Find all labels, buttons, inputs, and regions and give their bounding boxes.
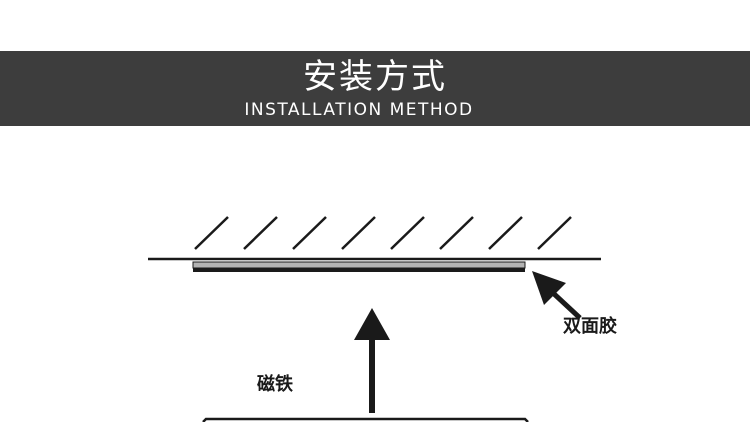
double-sided-tape-label: 双面胶 [563,316,617,337]
hatch-line [488,216,523,250]
surface-hatching [194,216,572,250]
double-sided-tape-strip [192,261,526,269]
hatch-line [439,216,474,250]
hatch-line [243,216,278,250]
upward-arrow-head [354,308,390,340]
hatch-line [194,216,229,250]
tape-pointer-arrow [532,271,582,320]
banner-subtitle: INSTALLATION METHOD [244,100,474,120]
fixture-top-edge [202,417,529,422]
hatch-line [292,216,327,250]
magnet-strip [193,268,525,272]
upward-arrow [354,308,390,413]
magnet-label: 磁铁 [257,374,293,395]
banner-title: 安装方式 [303,57,447,97]
hatch-line [341,216,376,250]
upward-arrow-shaft [369,338,375,413]
tape-arrow-head [532,271,566,305]
tape-arrow-shaft [550,290,582,320]
hatch-line [537,216,572,250]
section-banner: 安装方式 INSTALLATION METHOD [0,51,750,126]
hatch-line [390,216,425,250]
